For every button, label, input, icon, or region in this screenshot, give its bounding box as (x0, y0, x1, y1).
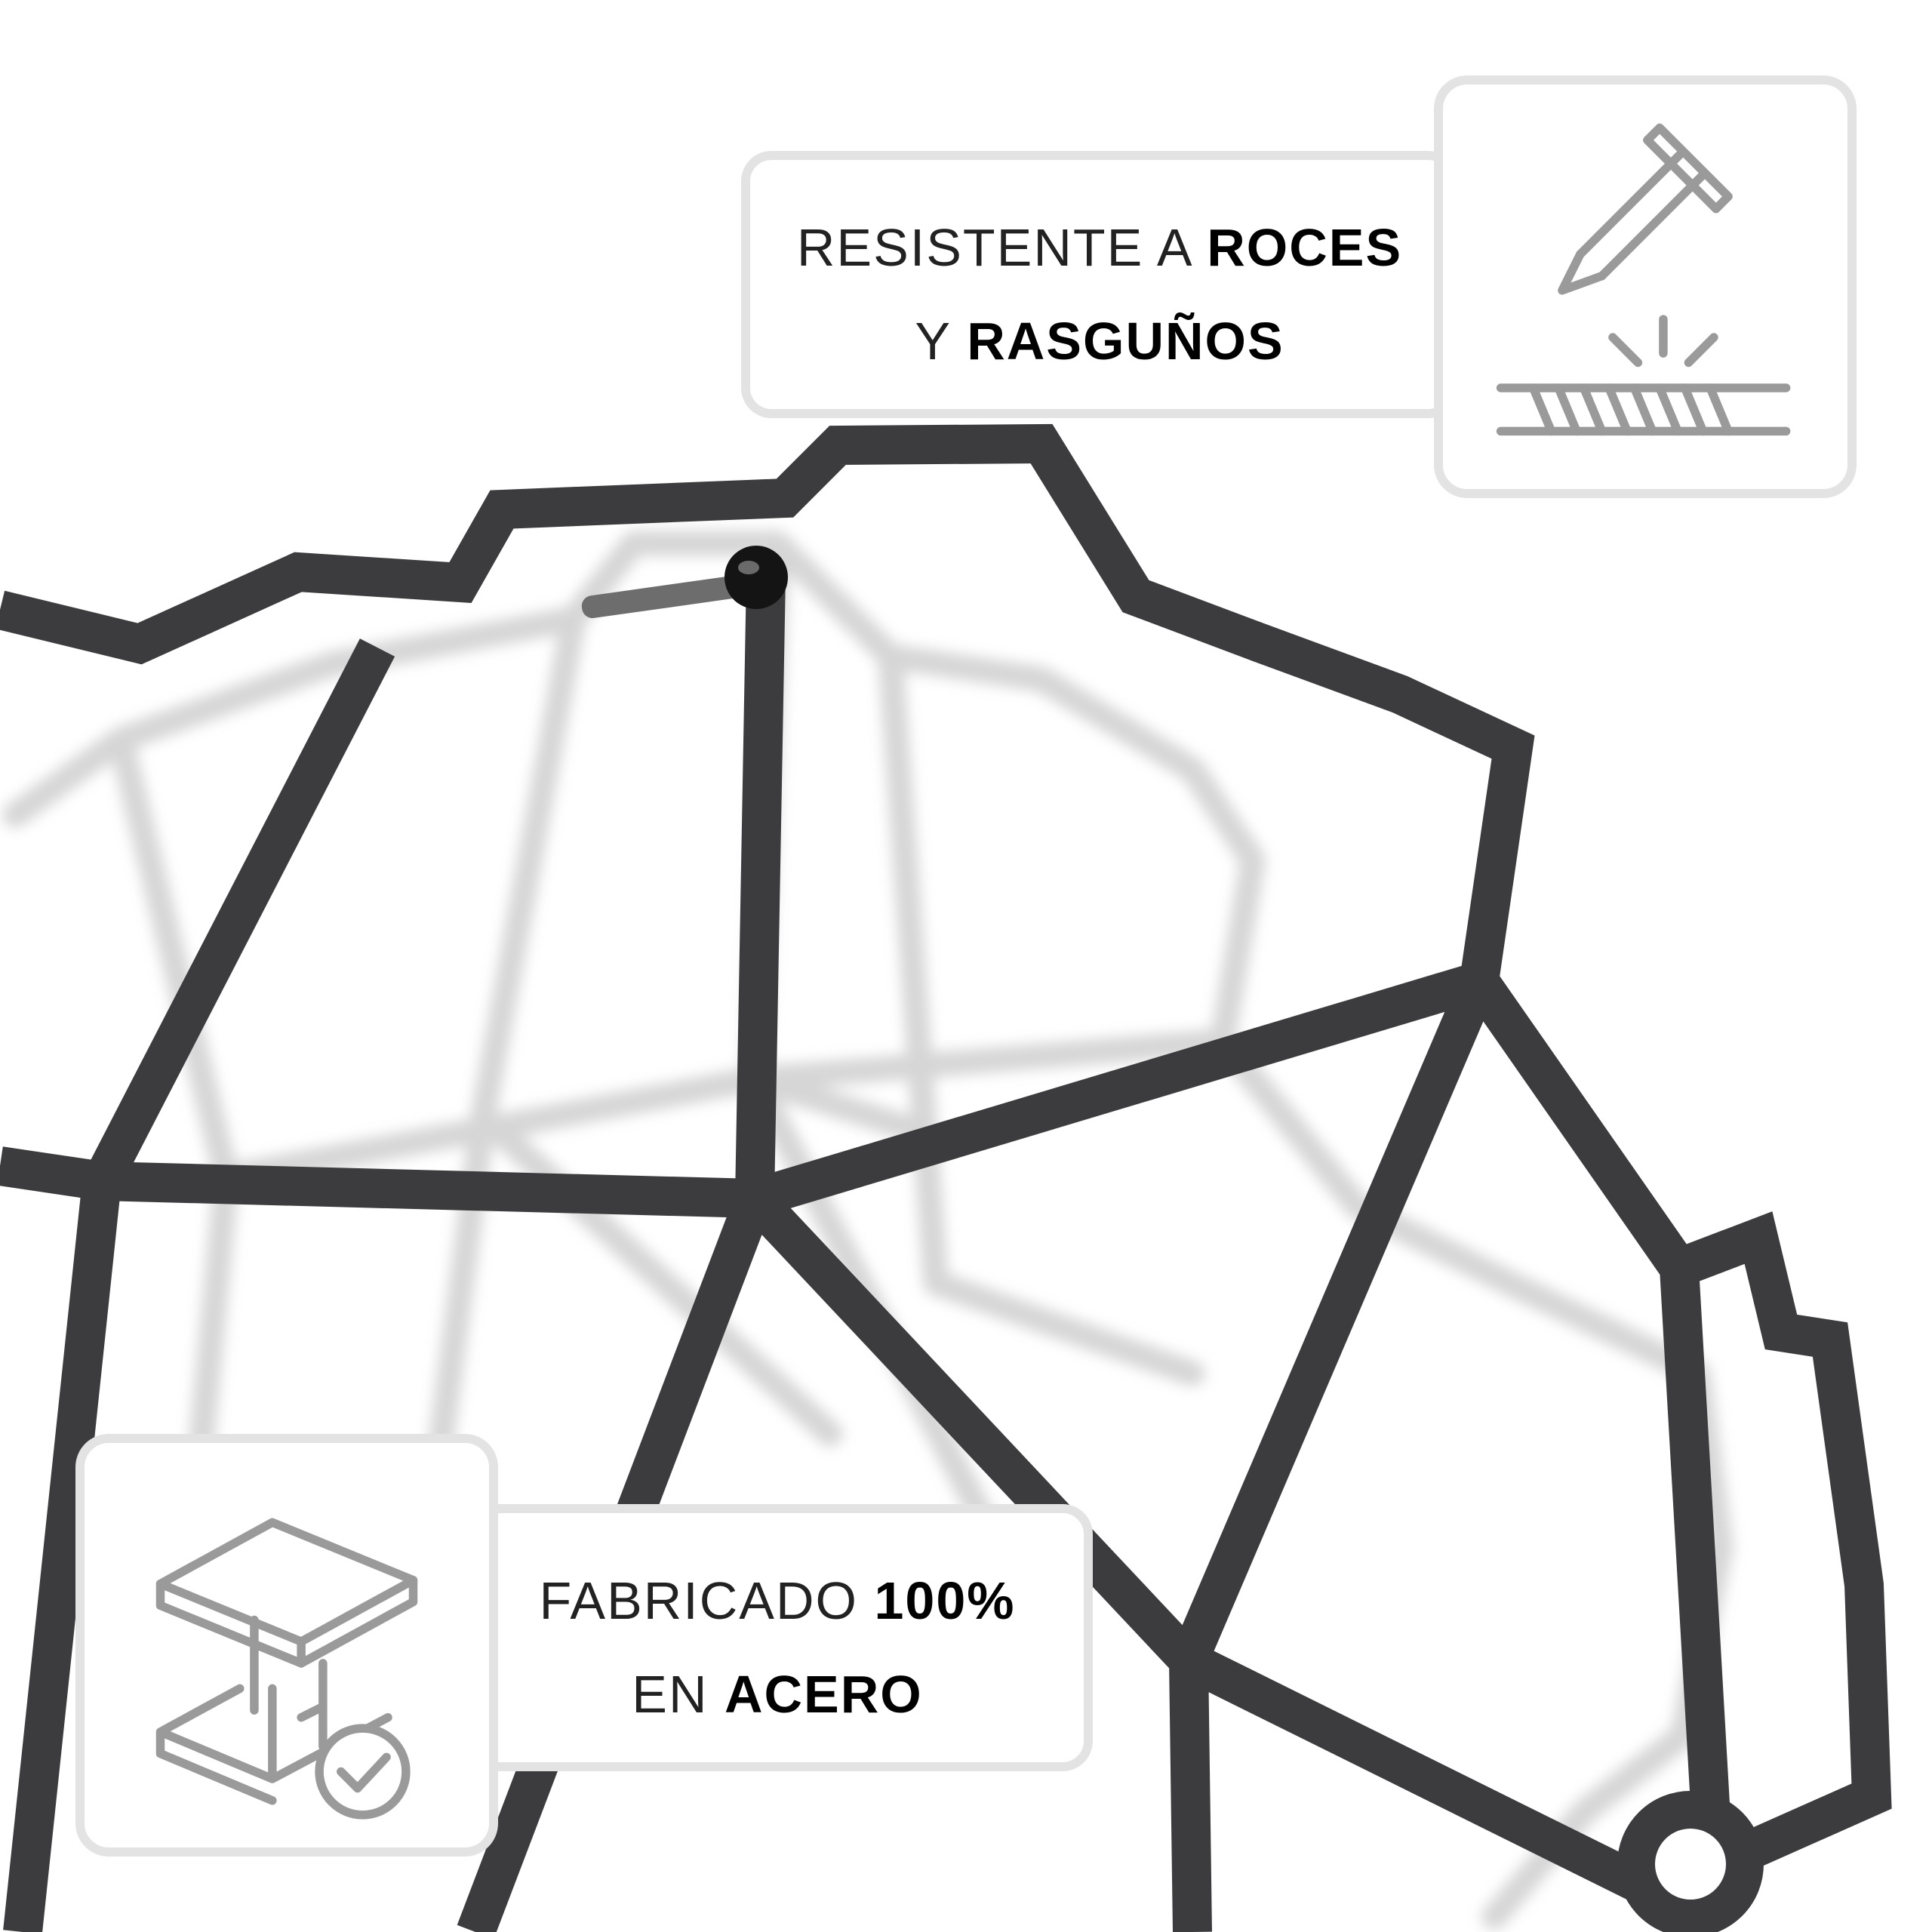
steel-frame (0, 423, 1892, 1932)
steel-label-line-2-light: EN (632, 1665, 709, 1724)
scratch-label-line-1: RESISTENTE A ROCES (750, 217, 1449, 278)
steel-material-label-card: FABRICADO 100% EN ACERO (462, 1504, 1093, 1771)
steel-label-line-2-bold: ACERO (724, 1665, 923, 1724)
steel-label-line-1-bold: 100% (874, 1571, 1016, 1630)
nail-scratch-icon (1434, 75, 1857, 498)
scratch-label-line-1-bold: ROCES (1207, 218, 1403, 277)
scratch-label-line-2-bold: RASGUÑOS (967, 312, 1284, 371)
wall-pin (581, 546, 788, 619)
frame-ring (1617, 1791, 1764, 1932)
steel-label-line-2: EN ACERO (471, 1664, 1084, 1724)
steel-beam-check-icon (75, 1434, 498, 1857)
steel-label-line-1-light: FABRICADO (539, 1571, 859, 1630)
scratch-resistance-label-card: RESISTENTE A ROCES Y RASGUÑOS (741, 151, 1458, 418)
steel-label-line-1: FABRICADO 100% (471, 1571, 1084, 1631)
scratch-label-line-2-light: Y (915, 312, 951, 371)
scratch-label-line-1-light: RESISTENTE A (796, 218, 1191, 277)
scratch-label-line-2: Y RASGUÑOS (750, 311, 1449, 371)
